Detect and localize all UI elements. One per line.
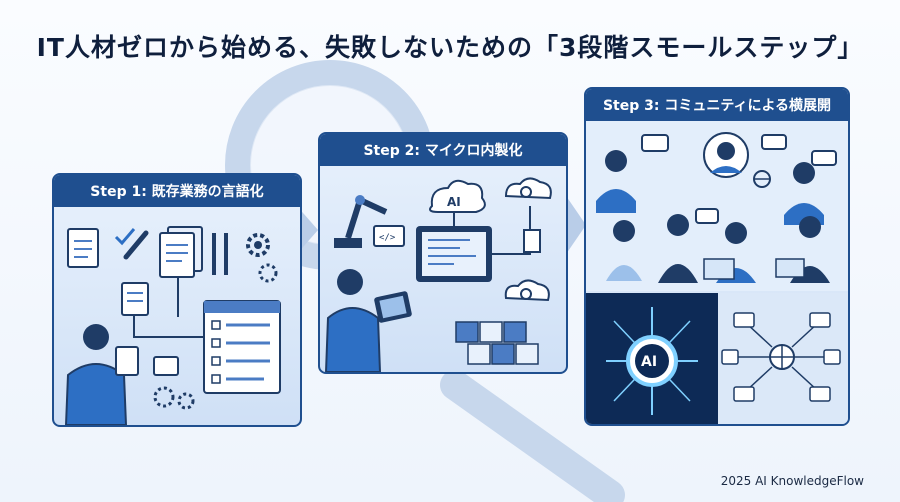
globe-icon bbox=[753, 170, 771, 188]
person-with-tablet bbox=[324, 269, 412, 372]
gears-icon bbox=[153, 386, 195, 410]
network-icon bbox=[718, 293, 848, 424]
ai-core-label: AI bbox=[641, 354, 657, 370]
step-2-panel: Step 2: マイクロ内製化 </> AI bbox=[318, 132, 568, 374]
footer-credit: 2025 AI KnowledgeFlow bbox=[720, 474, 864, 488]
cloud-gear-small-icon bbox=[504, 279, 550, 302]
person-3 bbox=[606, 220, 642, 281]
check-icon bbox=[114, 228, 136, 246]
step-1-panel: Step 1: 既存業務の言語化 bbox=[52, 173, 302, 427]
person-1 bbox=[596, 150, 636, 213]
monitor-icon bbox=[416, 226, 492, 282]
ai-cloud-label: AI bbox=[447, 195, 461, 209]
folder-icon bbox=[721, 312, 841, 402]
chat-bubble-icon bbox=[641, 134, 837, 224]
connector-icon bbox=[523, 229, 541, 253]
community-scene bbox=[586, 121, 848, 291]
small-document-icon bbox=[121, 282, 149, 316]
laptop-icon bbox=[703, 258, 805, 280]
step-3-panel: Step 3: コミュニティによる横展開 bbox=[584, 87, 850, 426]
step-1-illustration bbox=[64, 226, 281, 425]
step-1-header: Step 1: 既存業務の言語化 bbox=[54, 175, 300, 207]
checklist-icon bbox=[203, 300, 281, 394]
document-icon bbox=[67, 228, 99, 268]
pencil-icon bbox=[123, 230, 228, 275]
svg-text:</>: </> bbox=[379, 233, 396, 243]
step-3-header: Step 3: コミュニティによる横展開 bbox=[586, 89, 848, 121]
ai-core-scene: AI bbox=[586, 293, 718, 424]
gear-icon bbox=[246, 233, 278, 283]
blocks-icon bbox=[455, 321, 539, 365]
document-stack-icon bbox=[159, 226, 203, 278]
cloud-gear-icon bbox=[504, 177, 552, 200]
person-4 bbox=[658, 214, 698, 283]
step-2-illustration: </> AI bbox=[324, 177, 552, 372]
step-2-header: Step 2: マイクロ内製化 bbox=[320, 134, 566, 166]
folder-icon bbox=[153, 356, 179, 376]
arrow-step2-to-step3 bbox=[562, 190, 586, 260]
robot-arm-icon bbox=[334, 195, 388, 248]
ai-cloud-icon: AI bbox=[429, 179, 486, 213]
page-title: IT人材ゼロから始める、失敗しないための「3段階スモールステップ」 bbox=[36, 33, 864, 62]
code-icon: </> bbox=[373, 225, 405, 247]
person-with-clipboard bbox=[64, 324, 139, 425]
step-3-illustration: AI bbox=[586, 121, 848, 424]
